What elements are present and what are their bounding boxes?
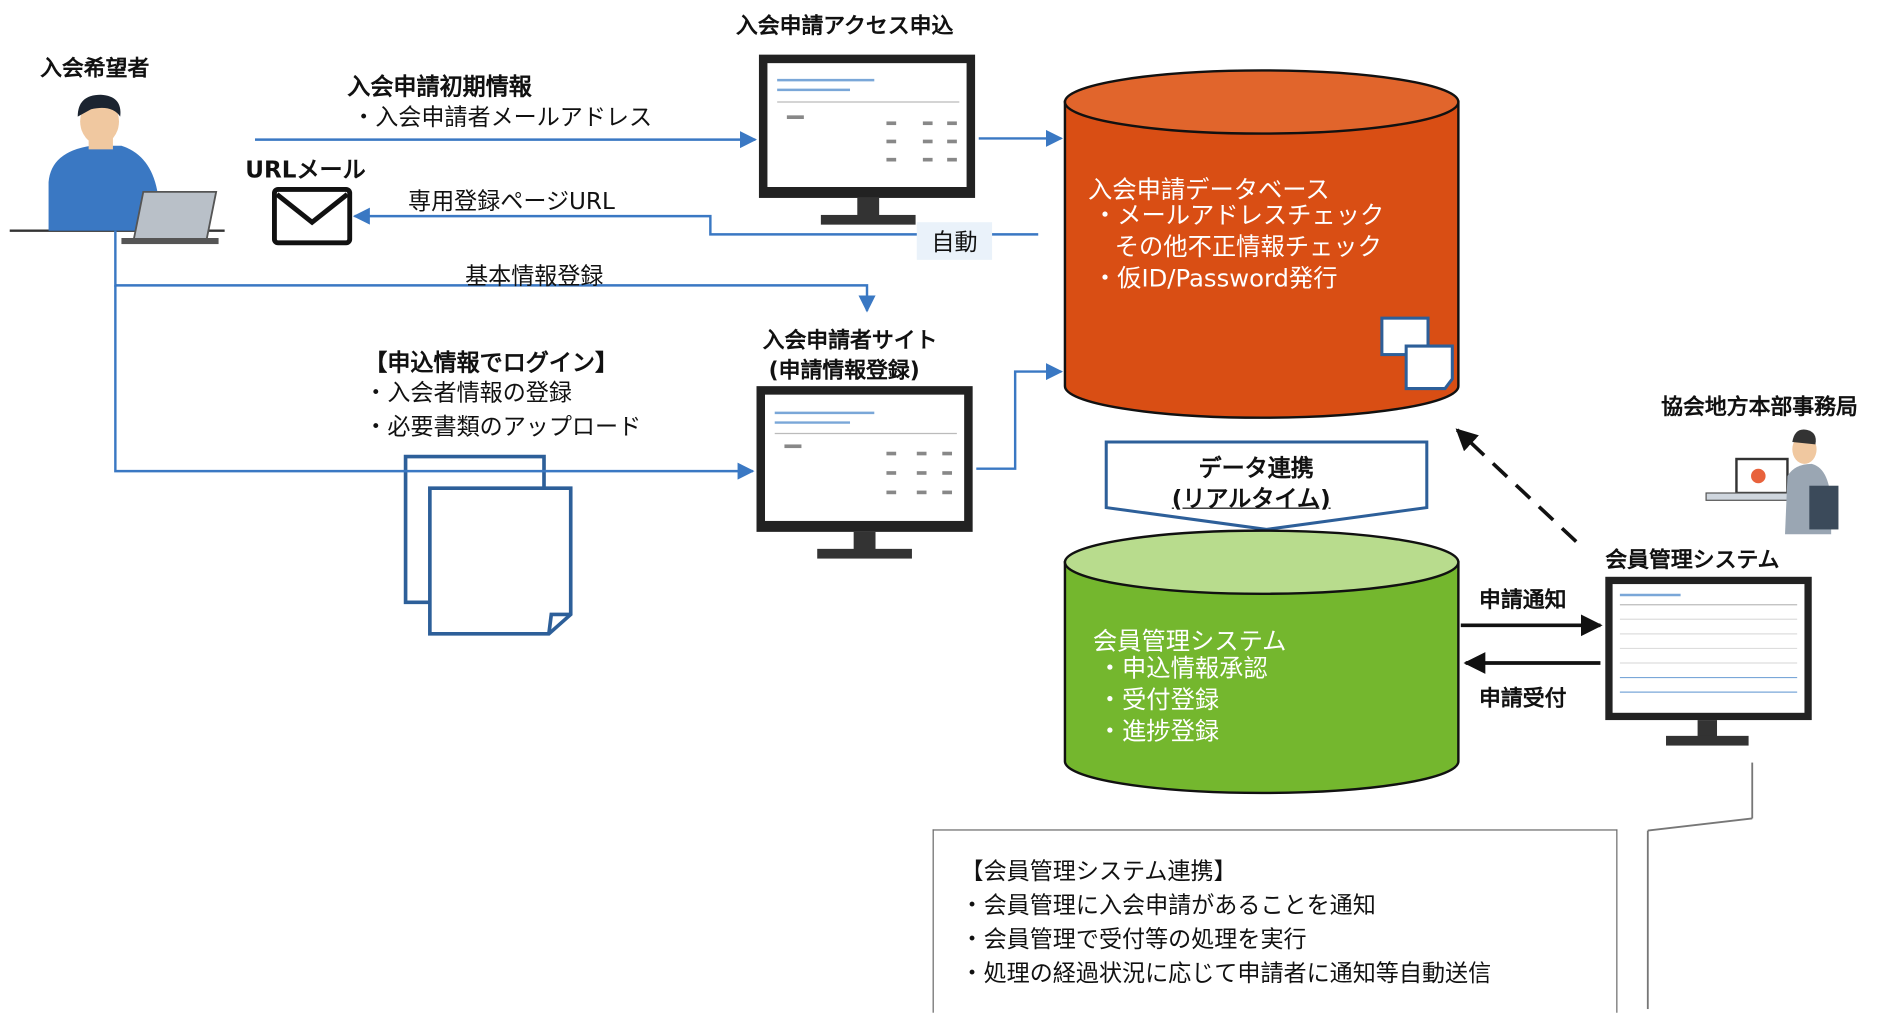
applicant-title: 入会希望者 (40, 55, 150, 82)
member-db-item: ・進捗登録 (1097, 716, 1220, 746)
member-db-items: ・申込情報承認 ・受付登録 ・進捗登録 (1098, 652, 1268, 747)
applicant-site-title: 入会申請者サイト (762, 327, 938, 354)
auto-label: 自動 (916, 222, 993, 260)
url-mail-label: URLメール (245, 156, 366, 184)
sync-sublabel: (リアルタイム) (1171, 485, 1331, 513)
mail-envelope-icon (272, 187, 353, 246)
member-db-cylinder (1063, 529, 1460, 795)
office-staff-icon (1705, 429, 1839, 535)
application-db-item: その他不正情報チェック (1114, 231, 1382, 262)
access-monitor-icon (758, 54, 976, 225)
site-to-db-arrow (976, 363, 1063, 470)
note-heading: 【会員管理システム連携】 (960, 858, 1237, 886)
basic-reg-label: 基本情報登録 (465, 263, 604, 291)
access-screen-title: 入会申請アクセス申込 (735, 13, 954, 39)
member-db-title: 会員管理システム (1092, 626, 1287, 656)
application-db-title: 入会申請データベース (1088, 174, 1330, 205)
applicant-site-monitor-icon (756, 386, 973, 559)
black-connectors (1455, 428, 1603, 674)
applicant-site-subtitle: (申請情報登録) (768, 358, 920, 384)
member-system-title: 会員管理システム (1605, 547, 1780, 574)
member-db-item: ・申込情報承認 (1097, 653, 1268, 683)
documents-icon (403, 454, 573, 636)
note-box: 【会員管理システム連携】 ・会員管理に入会申請があることを通知 ・会員管理で受付… (932, 829, 1618, 1013)
member-system-monitor-icon (1605, 576, 1812, 746)
note-item: ・処理の経過状況に応じて申請者に通知等自動送信 (960, 960, 1492, 988)
callout-lines (1646, 762, 1754, 1010)
note-content: 【会員管理システム連携】 ・会員管理に入会申請があることを通知 ・会員管理で受付… (961, 855, 1492, 991)
application-db-items: ・メールアドレスチェック その他不正情報チェック ・仮ID/Password発行 (1093, 199, 1384, 294)
regional-office-title: 協会地方本部事務局 (1661, 394, 1858, 421)
login-items: ・入会者情報の登録 ・必要書類のアップロード (364, 376, 641, 444)
blue-connectors (114, 129, 1063, 480)
notify-label: 申請通知 (1479, 587, 1567, 614)
sync-arrow-shape (1104, 440, 1429, 531)
login-item: ・入会者情報の登録 (364, 380, 572, 407)
applicant-person-icon (9, 94, 225, 245)
accept-label: 申請受付 (1479, 686, 1567, 712)
url-mail-arrow (352, 207, 1039, 236)
note-item: ・会員管理に入会申請があることを通知 (960, 892, 1376, 920)
initial-info-item: ・入会申請者メールアドレス (352, 104, 653, 132)
login-arrow (114, 285, 755, 480)
initial-info-heading: 入会申請初期情報 (347, 74, 532, 101)
application-db-item: ・仮ID/Password発行 (1092, 263, 1338, 293)
login-item: ・必要書類のアップロード (364, 414, 642, 441)
note-item: ・会員管理で受付等の処理を実行 (960, 926, 1307, 954)
url-link-label: 専用登録ページURL (408, 188, 615, 215)
member-db-item: ・受付登録 (1097, 684, 1220, 715)
basic-reg-arrow (114, 230, 876, 313)
sync-label: データ連携 (1198, 455, 1314, 483)
login-heading: 【申込情報でログイン】 (364, 349, 619, 377)
application-db-item: ・メールアドレスチェック (1092, 200, 1385, 230)
application-db-cylinder (1063, 69, 1460, 419)
dashed-return-arrow (1455, 428, 1578, 543)
